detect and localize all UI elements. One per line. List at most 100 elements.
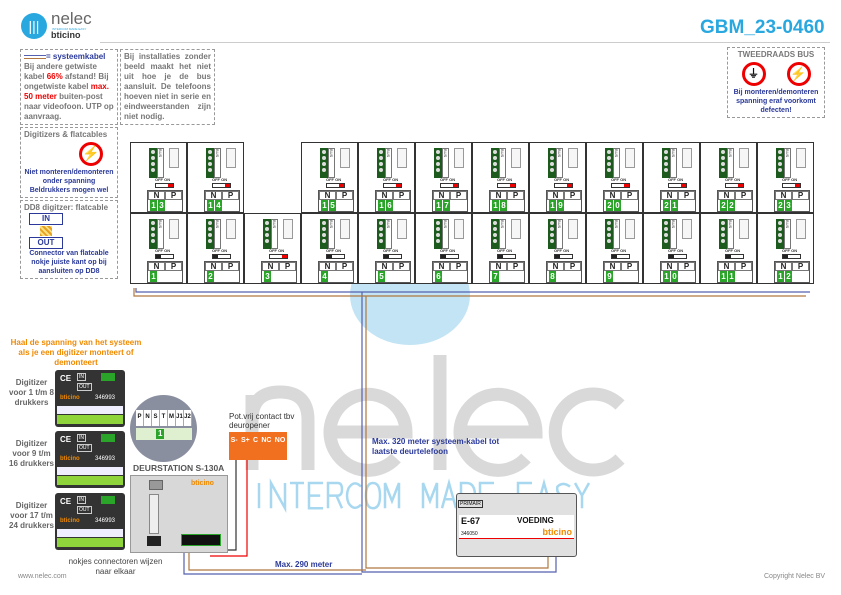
n-label: N [661,191,678,200]
ce-mark: CE [60,435,72,444]
termination-switch[interactable] [326,183,345,188]
switch-label: OFF ON [440,177,456,182]
header-rule [100,42,830,43]
ce-mark: CE [60,374,72,383]
unit-digit: 2 [720,200,727,211]
termination-switch[interactable] [155,183,174,188]
bus-terminal [776,148,784,178]
no-lightning-icon: ⚡ [786,62,811,86]
digitizer-module[interactable]: CE IN OUT bticino 346993 [55,370,125,427]
termination-switch[interactable] [611,254,630,259]
digitizers-note: Digitizers & flatcables ⚡ Niet monteren/… [20,127,118,198]
door-station[interactable]: bticino [130,475,228,553]
power-supply-e67[interactable]: PRIMAIR E-67 VOEDING 346050 bticino [456,493,577,557]
bus-terminal [776,219,784,249]
digitizer-module[interactable]: CE IN OUT bticino 346993 [55,431,125,488]
termination-switch[interactable] [383,254,402,259]
termination-switch[interactable] [383,183,402,188]
termination-switch[interactable] [554,183,573,188]
termination-switch[interactable] [611,183,630,188]
termination-switch[interactable] [155,254,174,259]
termination-switch[interactable] [269,254,288,259]
cable-legend: = systeemkabel [46,52,106,61]
bus-label: BUS [784,148,791,178]
unit-digit: 8 [549,271,556,282]
phone-display-icon [226,219,236,239]
termination-switch[interactable] [725,183,744,188]
p-label: P [165,262,182,271]
bus-terminal [206,219,214,249]
bus-label: BUS [442,219,449,249]
termination-switch[interactable] [326,254,345,259]
switch-label: OFF ON [497,248,513,253]
termination-switch[interactable] [212,254,231,259]
in-label: IN [77,496,86,504]
p-label: P [165,191,182,200]
termination-switch[interactable] [497,183,516,188]
termination-switch[interactable] [440,254,459,259]
termination-switch[interactable] [554,254,573,259]
watermark-glyph [442,483,456,508]
p-label: P [507,191,524,200]
termination-switch[interactable] [782,183,801,188]
termination-switch[interactable] [668,183,687,188]
n-label: N [319,191,336,200]
p-label: P [564,191,581,200]
bus-label: BUS [670,148,677,178]
watermark-glyph [575,483,589,508]
unit-number: 3 [262,271,296,282]
termination-switch[interactable] [212,183,231,188]
bus-terminal [377,148,385,178]
digitizer-module[interactable]: CE IN OUT bticino 346993 [55,493,125,550]
watermark-glyph [423,483,437,508]
termination-switch[interactable] [668,254,687,259]
termination-switch[interactable] [782,254,801,259]
termination-switch[interactable] [440,183,459,188]
digitizers-ok: Beldrukkers mogen wel [29,187,109,194]
phone-display-icon [169,219,179,239]
bticino-logo: bticino [51,30,81,40]
switch-label: OFF ON [611,177,627,182]
contact-terminal-label: NC [261,437,272,444]
bus-terminal [263,219,271,249]
termination-switch[interactable] [497,254,516,259]
bus-label: BUS [727,219,734,249]
switch-label: OFF ON [155,177,171,182]
bus-label: BUS [784,219,791,249]
button-terminals [57,415,123,424]
termination-switch[interactable] [725,254,744,259]
contact-terminal-label: NO [274,437,286,444]
p-label: P [222,262,239,271]
button-terminals [57,476,123,485]
bus-label: BUS [670,219,677,249]
